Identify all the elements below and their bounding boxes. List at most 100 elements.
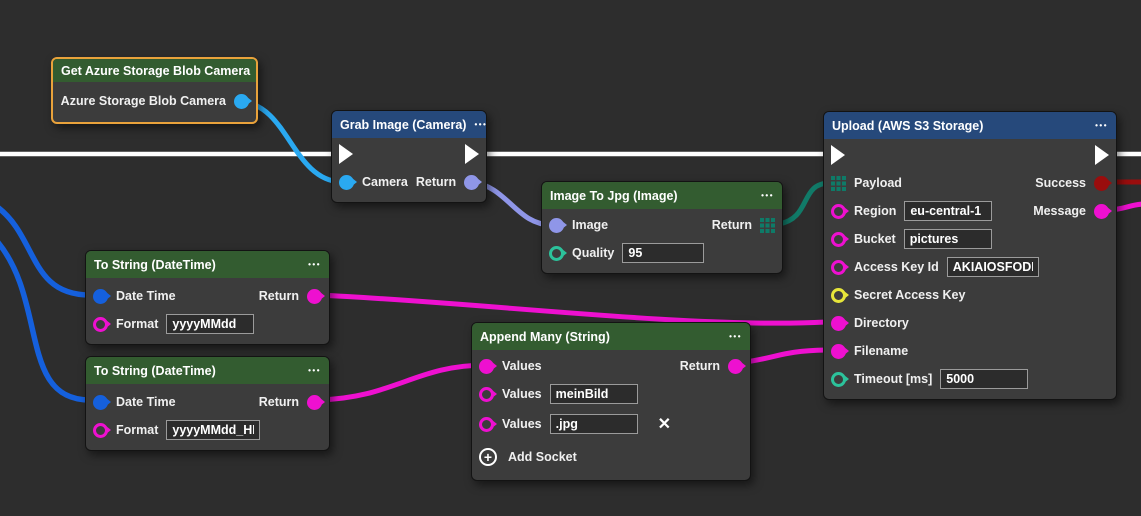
values-input-socket-2[interactable] bbox=[479, 416, 494, 432]
node-menu-icon[interactable]: ••• bbox=[474, 120, 487, 129]
input-label: Image bbox=[572, 218, 609, 232]
access-key-id-value-field[interactable] bbox=[946, 257, 1039, 277]
values-value-field-1[interactable] bbox=[549, 384, 638, 404]
success-output-socket[interactable] bbox=[1094, 175, 1109, 191]
format-value-field[interactable] bbox=[166, 314, 255, 334]
socket-row: Filename bbox=[824, 337, 1116, 365]
bucket-value-field[interactable] bbox=[903, 229, 992, 249]
node-image-to-jpg[interactable]: Image To Jpg (Image) ••• Image Return Qu… bbox=[541, 181, 783, 274]
node-menu-icon[interactable]: ••• bbox=[761, 191, 774, 200]
timeout-value-field[interactable] bbox=[940, 369, 1029, 389]
socket-row: Secret Access Key bbox=[824, 281, 1116, 309]
wire-datetime-1[interactable] bbox=[0, 205, 93, 298]
wire-datetime-2[interactable] bbox=[0, 240, 93, 403]
camera-input-socket[interactable] bbox=[339, 174, 354, 190]
datetime-input-socket[interactable] bbox=[93, 288, 108, 304]
node-header[interactable]: Image To Jpg (Image) ••• bbox=[542, 182, 782, 209]
node-menu-icon[interactable]: ••• bbox=[1095, 121, 1108, 130]
socket-row: Format bbox=[86, 416, 329, 444]
format-value-field[interactable] bbox=[166, 420, 261, 440]
add-socket-row[interactable]: + Add Socket bbox=[472, 440, 750, 474]
exec-in-pin[interactable] bbox=[831, 145, 845, 165]
exec-in-pin[interactable] bbox=[339, 144, 353, 164]
message-output-socket[interactable] bbox=[1094, 203, 1109, 219]
node-body: Image Return Quality bbox=[542, 209, 782, 273]
node-to-string-datetime-2[interactable]: To String (DateTime) ••• Date Time Retur… bbox=[85, 356, 330, 451]
socket-row: Values Return bbox=[472, 352, 750, 380]
region-input-socket[interactable] bbox=[831, 203, 846, 219]
node-header[interactable]: Append Many (String) ••• bbox=[472, 323, 750, 350]
format-input-socket[interactable] bbox=[93, 316, 108, 332]
camera-output-socket[interactable] bbox=[234, 93, 249, 109]
node-grab-image-camera[interactable]: Grab Image (Camera) ••• Camera Return bbox=[331, 110, 487, 203]
timeout-input-socket[interactable] bbox=[831, 371, 846, 387]
filename-input-socket[interactable] bbox=[831, 343, 846, 359]
wire-directory[interactable] bbox=[315, 292, 829, 326]
input-label: Payload bbox=[854, 176, 902, 190]
return-output-socket[interactable] bbox=[464, 174, 480, 190]
exec-out-pin[interactable] bbox=[1095, 145, 1109, 165]
remove-socket-icon[interactable]: ✕ bbox=[657, 416, 672, 433]
add-socket-label: Add Socket bbox=[508, 450, 577, 464]
input-label: Values bbox=[502, 387, 542, 401]
socket-row: Azure Storage Blob Camera bbox=[53, 86, 256, 116]
node-header[interactable]: Upload (AWS S3 Storage) ••• bbox=[824, 112, 1116, 139]
node-append-many-string[interactable]: Append Many (String) ••• Values Return V… bbox=[471, 322, 751, 481]
input-label: Timeout [ms] bbox=[854, 372, 933, 386]
output-label: Message bbox=[1033, 204, 1086, 218]
secret-access-key-input-socket[interactable] bbox=[831, 287, 846, 303]
socket-row: Bucket bbox=[824, 225, 1116, 253]
quality-input-socket[interactable] bbox=[549, 245, 564, 261]
input-label: Values bbox=[502, 359, 542, 373]
input-label: Secret Access Key bbox=[854, 288, 966, 302]
return-output-socket[interactable] bbox=[307, 288, 322, 304]
quality-value-field[interactable] bbox=[622, 243, 705, 263]
wire-values[interactable] bbox=[315, 362, 490, 403]
add-socket-icon[interactable]: + bbox=[479, 448, 497, 466]
exec-out-pin[interactable] bbox=[465, 144, 479, 164]
payload-grid-input-socket[interactable] bbox=[831, 175, 846, 191]
node-header[interactable]: Grab Image (Camera) ••• bbox=[332, 111, 486, 138]
input-label: Format bbox=[116, 423, 159, 437]
node-to-string-datetime-1[interactable]: To String (DateTime) ••• Date Time Retur… bbox=[85, 250, 330, 345]
node-get-azure-storage-blob-camera[interactable]: Get Azure Storage Blob Camera ••• Azure … bbox=[51, 57, 258, 124]
image-input-socket[interactable] bbox=[549, 217, 564, 233]
output-label: Return bbox=[258, 395, 299, 409]
node-header[interactable]: Get Azure Storage Blob Camera ••• bbox=[53, 59, 256, 82]
access-key-id-input-socket[interactable] bbox=[831, 259, 846, 275]
input-label: Bucket bbox=[854, 232, 896, 246]
payload-grid-output-socket[interactable] bbox=[760, 217, 775, 233]
socket-row: Format bbox=[86, 310, 329, 338]
node-title: Upload (AWS S3 Storage) bbox=[832, 118, 984, 133]
values-value-field-2[interactable] bbox=[549, 414, 638, 434]
return-output-socket[interactable] bbox=[307, 394, 322, 410]
node-menu-icon[interactable]: ••• bbox=[308, 366, 321, 375]
bucket-input-socket[interactable] bbox=[831, 231, 846, 247]
return-output-socket[interactable] bbox=[728, 358, 743, 374]
output-label: Return bbox=[258, 289, 299, 303]
node-body: Azure Storage Blob Camera bbox=[53, 82, 256, 122]
socket-row: Payload Success bbox=[824, 169, 1116, 197]
node-title: Image To Jpg (Image) bbox=[550, 188, 678, 203]
directory-input-socket[interactable] bbox=[831, 315, 846, 331]
node-header[interactable]: To String (DateTime) ••• bbox=[86, 251, 329, 278]
region-value-field[interactable] bbox=[904, 201, 993, 221]
socket-row: Date Time Return bbox=[86, 388, 329, 416]
datetime-input-socket[interactable] bbox=[93, 394, 108, 410]
node-upload-aws-s3-storage[interactable]: Upload (AWS S3 Storage) ••• Payload Succ… bbox=[823, 111, 1117, 400]
format-input-socket[interactable] bbox=[93, 422, 108, 438]
output-label: Azure Storage Blob Camera bbox=[60, 94, 226, 108]
output-label: Success bbox=[1035, 176, 1086, 190]
socket-row: Date Time Return bbox=[86, 282, 329, 310]
node-header[interactable]: To String (DateTime) ••• bbox=[86, 357, 329, 384]
output-label: Return bbox=[711, 218, 752, 232]
input-label: Directory bbox=[854, 316, 909, 330]
socket-row: Quality bbox=[542, 239, 782, 267]
values-input-socket-0[interactable] bbox=[479, 358, 494, 374]
node-menu-icon[interactable]: ••• bbox=[308, 260, 321, 269]
values-input-socket-1[interactable] bbox=[479, 386, 494, 402]
wire-payload[interactable] bbox=[776, 180, 833, 227]
node-menu-icon[interactable]: ••• bbox=[729, 332, 742, 341]
socket-row: Timeout [ms] bbox=[824, 365, 1116, 393]
